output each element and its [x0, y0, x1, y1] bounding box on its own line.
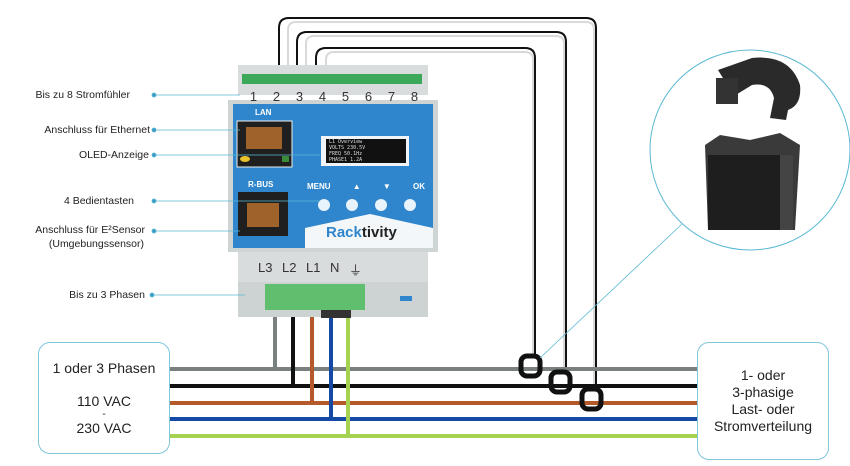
callout-oled: OLED-Anzeige — [78, 149, 149, 161]
button-labels: MENU ▲ ▼ OK — [307, 182, 425, 191]
callout-phasen: Bis zu 3 Phasen — [69, 289, 145, 301]
channel-2: 2 — [272, 89, 281, 104]
up-label: ▲ — [352, 182, 361, 191]
down-label: ▼ — [382, 182, 391, 191]
lan-label: LAN — [255, 108, 272, 117]
clamp-1 — [518, 353, 543, 379]
channel-8: 8 — [410, 89, 419, 104]
callout-ethernet: Anschluss für Ethernet — [44, 124, 150, 136]
clamp-2 — [548, 369, 573, 395]
sensor-cable-guide-2 — [305, 35, 565, 370]
callout-sensor-sub: (Umgebungssensor) — [48, 238, 144, 250]
channel-6: 6 — [364, 89, 373, 104]
callout-bedientasten: 4 Bedientasten — [63, 195, 134, 207]
sensor-cable-2 — [296, 31, 567, 370]
sensor-cable-guide-3 — [325, 51, 534, 355]
phase-terminal-labels: L3 L2 L1 N ⏚ — [258, 260, 362, 278]
channel-4: 4 — [318, 89, 327, 104]
sensor-cable-3 — [315, 47, 536, 355]
up-button — [346, 199, 358, 211]
down-button — [375, 199, 387, 211]
callout-stromfuehler: Bis zu 8 Stromfühler — [35, 89, 130, 101]
menu-button — [318, 199, 330, 211]
callout-sensor: Anschluss für E²Sensor — [35, 224, 145, 236]
source-box: 1 oder 3 Phasen 110 VAC - 230 VAC — [38, 342, 170, 454]
ok-label: OK — [412, 182, 425, 191]
clamp-detail-pointer — [539, 223, 683, 359]
menu-label: MENU — [307, 182, 331, 191]
device-body — [228, 65, 438, 318]
sensor-channel-labels: 1 2 3 4 5 6 7 8 — [242, 89, 426, 104]
channel-3: 3 — [295, 89, 304, 104]
sensor-cable-guide-1 — [287, 21, 595, 385]
sensor-cable-1 — [278, 17, 597, 385]
rbus-label: R-BUS — [248, 180, 274, 189]
oled-display: L1 Overview VOLTS 230.5V FREQ 50.1Hz PHA… — [329, 139, 366, 163]
channel-7: 7 — [387, 89, 396, 104]
current-clamp-image — [705, 57, 801, 230]
clamp-3 — [579, 386, 604, 412]
load-box: 1- oder 3-phasige Last- oder Stromvertei… — [697, 342, 829, 460]
channel-5: 5 — [341, 89, 350, 104]
ok-button — [404, 199, 416, 211]
brand-logo: Racktivity — [326, 224, 397, 241]
channel-1: 1 — [249, 89, 258, 104]
